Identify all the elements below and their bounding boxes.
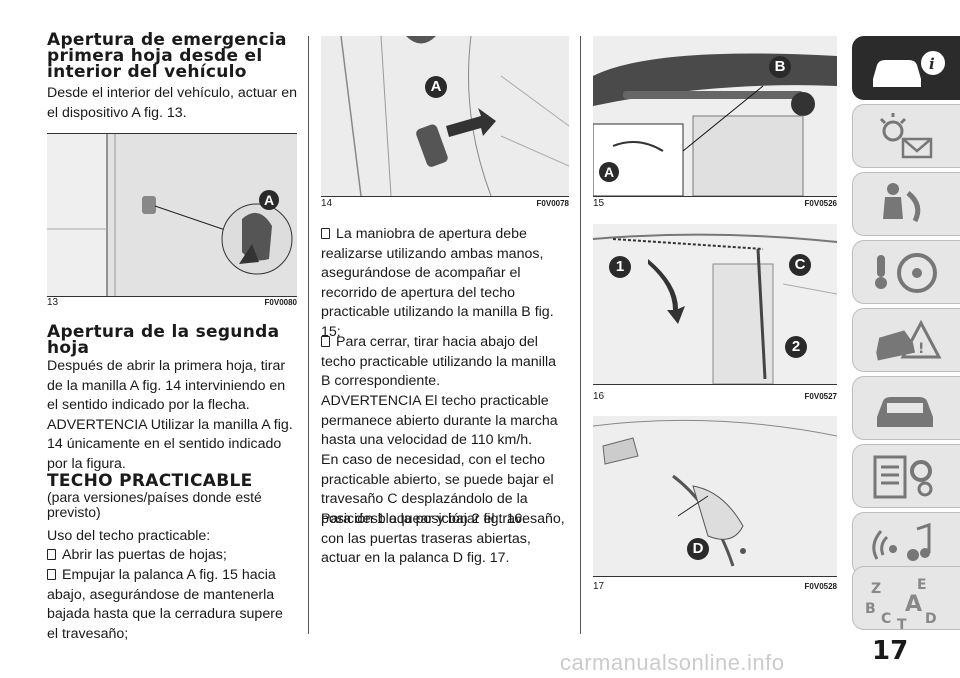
callout-label-a: A <box>599 162 619 182</box>
column-divider <box>308 36 309 634</box>
paragraph-warning-speed: ADVERTENCIA El techo practicable permane… <box>321 393 558 449</box>
tab-warning-lights[interactable] <box>852 104 960 168</box>
index-letter: A <box>905 592 922 617</box>
driving-icon <box>875 253 937 293</box>
svg-text:!: ! <box>918 341 924 357</box>
tab-vehicle-info[interactable]: i <box>852 36 960 100</box>
figure-16-illustration <box>593 224 837 384</box>
figure-code: F0V0526 <box>804 199 837 208</box>
figure-15-illustration <box>593 36 837 196</box>
figure-13-illustration <box>47 134 297 296</box>
bullet-open-doors: Abrir las puertas de hojas; <box>47 546 297 566</box>
figure-16: 1 C 2 <box>593 224 837 385</box>
figure-15: B A <box>593 36 837 197</box>
index-letter: T <box>897 617 907 629</box>
bullet-text: Abrir las puertas de hojas; <box>62 547 227 563</box>
section-heading-emergency: Apertura de emergencia primera hoja desd… <box>47 30 287 82</box>
figure-number: 14 <box>321 198 333 209</box>
car-info-icon: i <box>873 51 945 87</box>
car-service-icon <box>877 397 933 427</box>
figure-17: D <box>593 416 837 577</box>
bullet-icon <box>321 228 330 239</box>
tab-emergency[interactable]: ! <box>852 308 960 372</box>
figure-number: 13 <box>47 297 59 308</box>
sunroof-subtitle: (para versiones/países donde esté previs… <box>47 489 262 520</box>
index-icon: Z E B A C T D <box>865 577 937 629</box>
svg-text:i: i <box>929 55 935 73</box>
bullet-push-lever: Empujar la palanca A fig. 15 hacia abajo… <box>47 566 297 644</box>
figure-14-illustration <box>321 36 569 196</box>
paragraph-second-leaf: Después de abrir la primera hoja, tirar … <box>47 358 293 472</box>
figure-code: F0V0527 <box>804 392 837 401</box>
index-letter: B <box>865 601 876 617</box>
figure-code: F0V0080 <box>264 298 297 307</box>
figure-number: 17 <box>593 581 605 592</box>
figure-number: 15 <box>593 198 605 209</box>
maintenance-icon <box>873 455 933 499</box>
index-letter: E <box>917 577 927 593</box>
figure-number: 16 <box>593 391 605 402</box>
watermark: carmanualsonline.info <box>560 650 785 675</box>
tab-technical-data[interactable] <box>852 444 960 508</box>
tab-safety[interactable] <box>852 172 960 236</box>
figure-13: A <box>47 133 297 297</box>
paragraph-emergency: Desde el interior del vehículo, actuar e… <box>47 85 297 121</box>
position-label-2: 2 <box>785 336 807 358</box>
bullet-icon <box>47 569 56 580</box>
index-letter: D <box>925 611 937 627</box>
figure-code: F0V0528 <box>804 582 837 591</box>
section-heading-second-leaf: Apertura de la segunda hoja <box>47 322 280 358</box>
warning-lights-icon <box>879 113 933 159</box>
paragraph-unlock: Para desbloquear y bajar el travesaño, c… <box>321 511 565 567</box>
emergency-icon: ! <box>876 319 942 361</box>
bullet-text: La maniobra de apertura debe realizarse … <box>321 226 554 340</box>
bullet-close-roof: Para cerrar, tirar hacia abajo del techo… <box>321 333 569 392</box>
tab-maintenance[interactable] <box>852 376 960 440</box>
section-heading-sunroof: TECHO PRACTICABLE <box>47 471 253 491</box>
index-letter: C <box>881 611 891 627</box>
callout-label-a: A <box>259 190 279 210</box>
tab-index[interactable]: Z E B A C T D <box>852 566 960 630</box>
tab-driving[interactable] <box>852 240 960 304</box>
figure-17-illustration <box>593 416 837 576</box>
callout-label-c: C <box>789 254 811 276</box>
paragraph-sunroof-use: Uso del techo practicable: <box>47 528 211 544</box>
bullet-icon <box>47 549 56 560</box>
page-number: 17 <box>872 636 909 666</box>
bullet-both-hands: La maniobra de apertura debe realizarse … <box>321 225 569 343</box>
index-letter: Z <box>871 581 881 597</box>
bullet-text: Para cerrar, tirar hacia abajo del techo… <box>321 334 557 390</box>
callout-label-b: B <box>769 56 791 78</box>
safety-icon <box>883 183 921 223</box>
bullet-text: Empujar la palanca A fig. 15 hacia abajo… <box>47 567 283 642</box>
paragraph-crossbar: En caso de necesidad, con el techo pract… <box>321 452 554 527</box>
multimedia-icon <box>872 522 931 561</box>
callout-label-a: A <box>425 76 447 98</box>
column-divider <box>580 36 581 634</box>
figure-code: F0V0078 <box>536 199 569 208</box>
tab-multimedia[interactable] <box>852 512 960 576</box>
figure-14: A <box>321 36 569 197</box>
bullet-icon <box>321 336 330 347</box>
position-label-1: 1 <box>609 256 631 278</box>
callout-label-d: D <box>687 538 709 560</box>
